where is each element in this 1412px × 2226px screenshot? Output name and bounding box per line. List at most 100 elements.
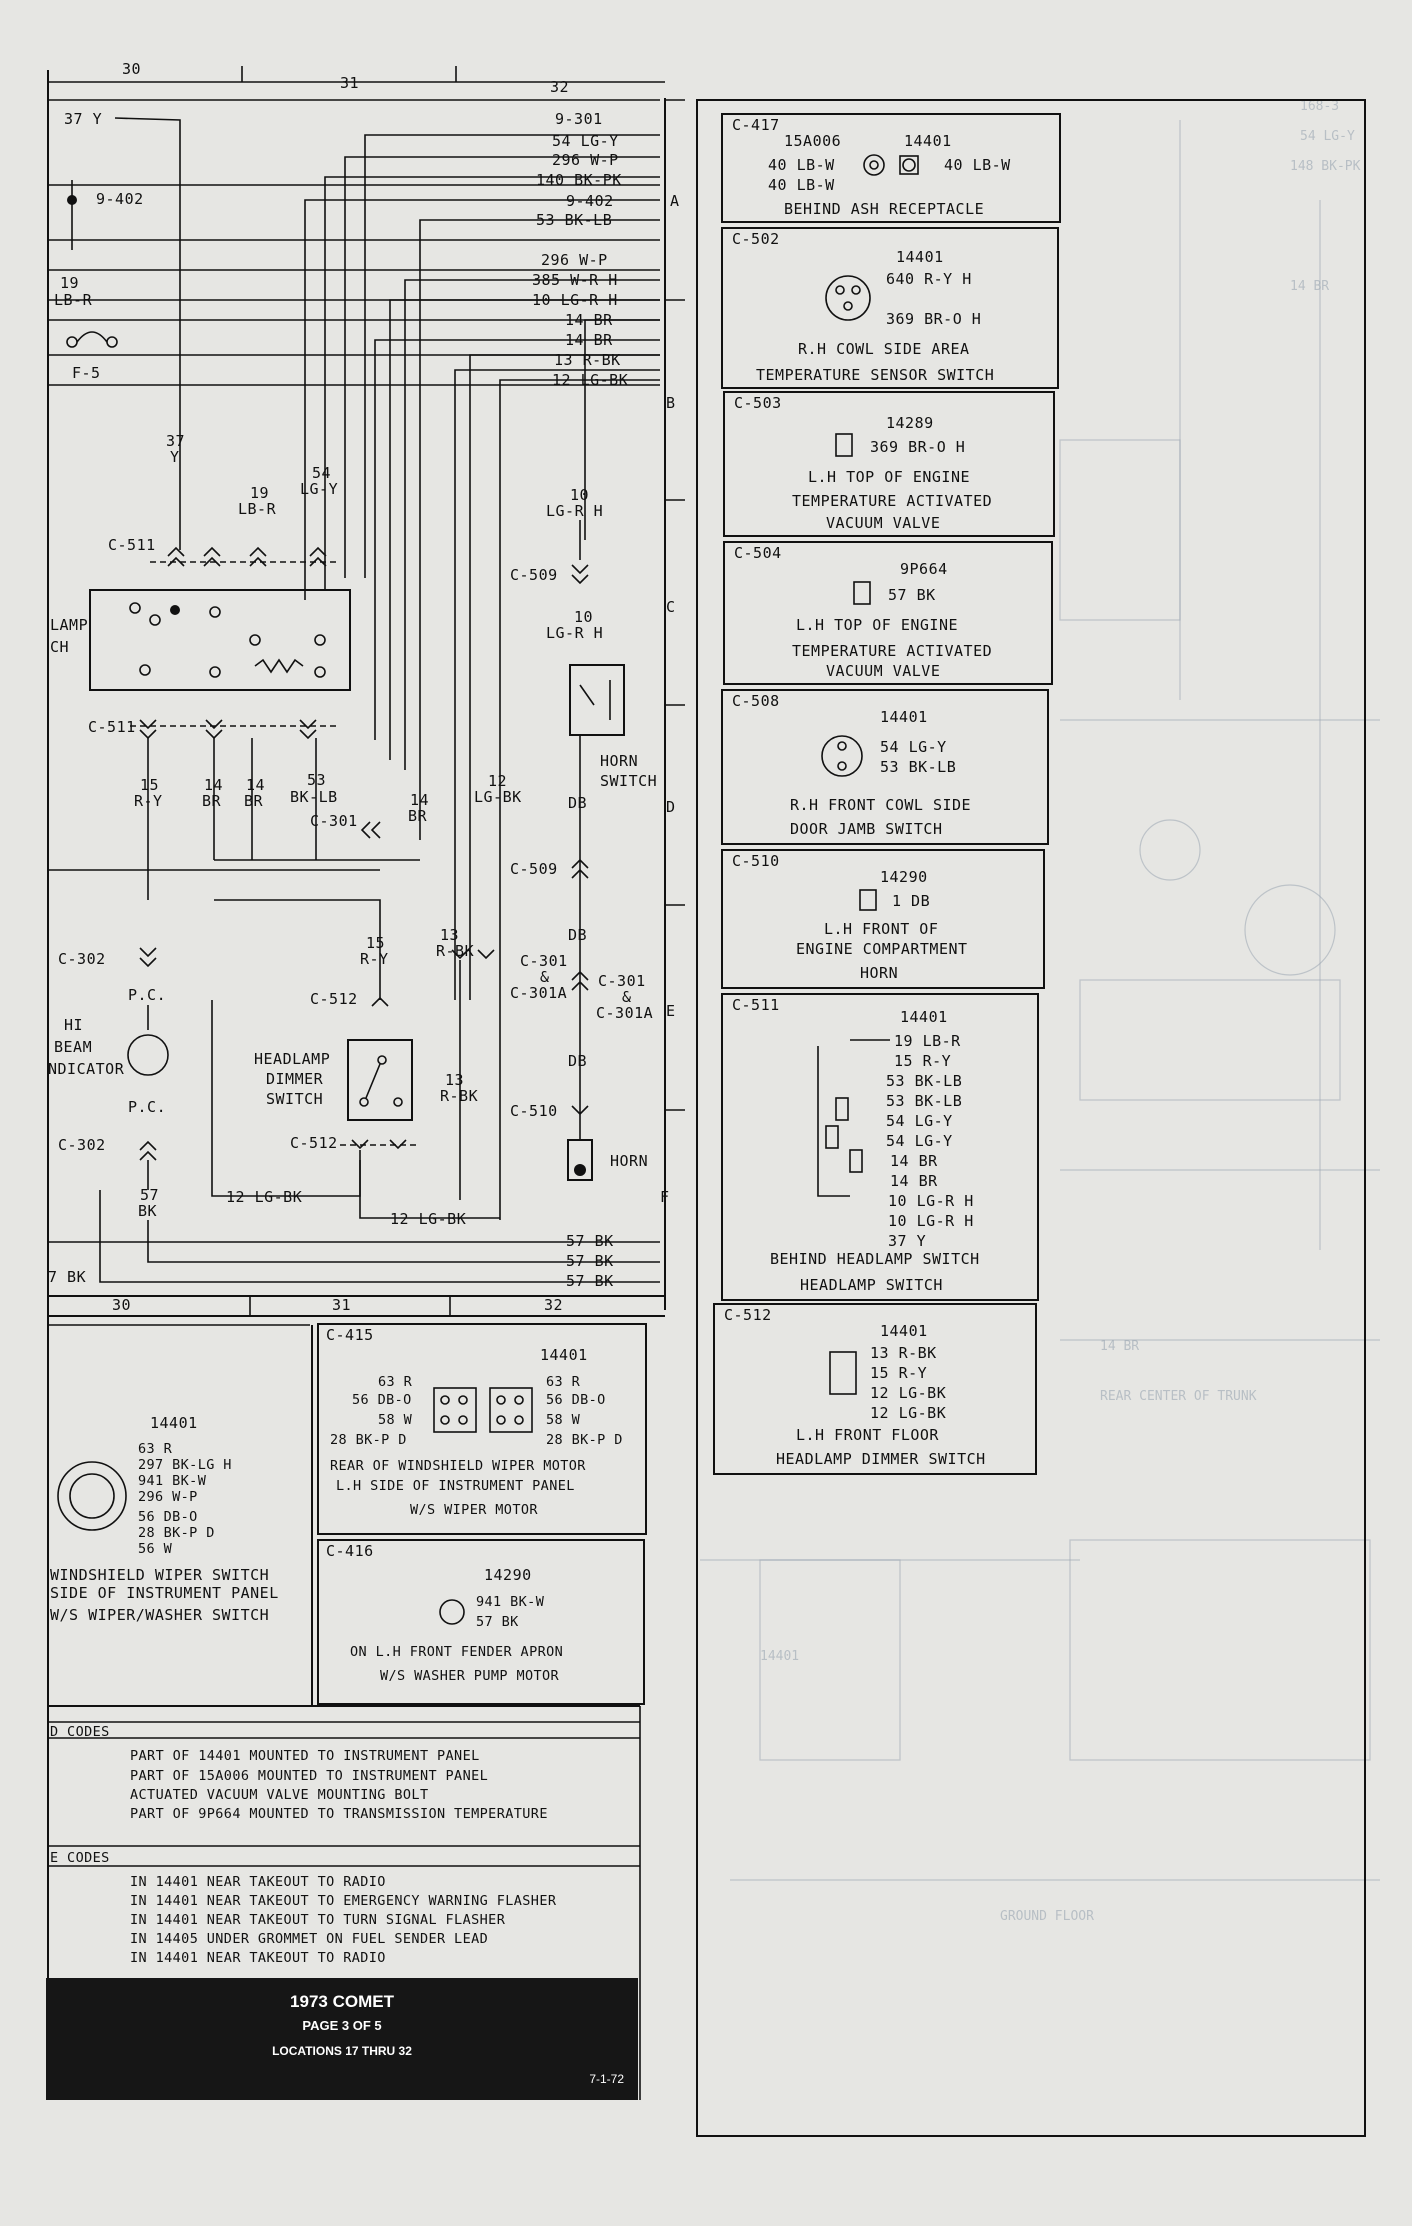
diagram-label: VACUUM VALVE [826, 514, 940, 532]
diagram-label: 54 LG-Y [1300, 129, 1355, 144]
diagram-label: 9-402 [96, 190, 144, 208]
diagram-label: 54 LG-Y [886, 1132, 953, 1150]
diagram-label: DIMMER [266, 1070, 324, 1088]
diagram-label: 40 LB-W [944, 156, 1011, 174]
diagram-label: DB [568, 794, 587, 812]
diagram-label: R-Y [360, 950, 389, 968]
diagram-label: P.C. [128, 1098, 166, 1116]
wire-bundle: 9-301 54 LG-Y 296 W-P 140 BK-PK 9-402 53… [48, 99, 660, 1220]
diagram-label: 63 R [138, 1441, 173, 1457]
diagram-label: 10 [574, 608, 593, 626]
diagram-label: BR [408, 807, 428, 825]
diagram-label: C-503 [734, 394, 782, 412]
diagram-label: 12 LG-BK [226, 1188, 302, 1206]
diagram-label: W/S WIPER MOTOR [410, 1502, 538, 1518]
diagram-label: LG-BK [474, 788, 522, 806]
diagram-label: 19 [250, 484, 269, 502]
diagram-label: IN 14401 NEAR TAKEOUT TO TURN SIGNAL FLA… [130, 1912, 506, 1928]
diagram-label: PART OF 9P664 MOUNTED TO TRANSMISSION TE… [130, 1806, 548, 1822]
diagram-label: 14 BR [565, 311, 613, 329]
diagram-label: R.H COWL SIDE AREA [798, 340, 970, 358]
wiper-switch-panel: 14401 63 R 297 BK-LG H 941 BK-W 296 W-P … [48, 1324, 640, 1707]
diagram-label: C-509 [510, 860, 558, 878]
diagram-label: L.H TOP OF ENGINE [796, 616, 958, 634]
diagram-label: ENGINE COMPARTMENT [796, 940, 968, 958]
diagram-label: VACUUM VALVE [826, 662, 940, 680]
diagram-label: BR [202, 792, 222, 810]
diagram-label: 296 W-P [552, 151, 619, 169]
diagram-label: 40 LB-W [768, 156, 835, 174]
diagram-label: 53 [307, 771, 326, 789]
connector-panel-c510: C-510 14290 1 DB L.H FRONT OF ENGINE COM… [721, 849, 1045, 989]
title-block-title: 1973 COMET [290, 1992, 394, 2011]
diagram-label: 57 BK [566, 1232, 614, 1250]
diagram-label: BEAM [54, 1038, 92, 1056]
diagram-label: 7 BK [48, 1268, 86, 1286]
diagram-label: 13 R-BK [870, 1344, 937, 1362]
diagram-label: TEMPERATURE ACTIVATED [792, 492, 992, 510]
diagram-label: 56 DB-O [352, 1392, 412, 1408]
diagram-label: LB-R [238, 500, 277, 518]
diagram-label: C-508 [732, 692, 780, 710]
diagram-label: Y [170, 448, 180, 466]
diagram-label: ON L.H FRONT FENDER APRON [350, 1644, 563, 1660]
diagram-label: 9-301 [555, 110, 603, 128]
diagram-label: 31 [332, 1296, 351, 1314]
diagram-label: L.H TOP OF ENGINE [808, 468, 970, 486]
diagram-label: R-BK [440, 1087, 478, 1105]
diagram-label: 40 LB-W [768, 176, 835, 194]
diagram-label: HORN [610, 1152, 648, 1170]
diagram-label: BEHIND HEADLAMP SWITCH [770, 1250, 980, 1268]
diagram-label: P.C. [128, 986, 166, 1004]
diagram-label: R-BK [436, 942, 474, 960]
diagram-label: LG-R H [546, 502, 603, 520]
diagram-label: 14401 [880, 708, 928, 726]
diagram-label: HORN [600, 752, 638, 770]
diagram-label: 14 [410, 791, 429, 809]
diagram-label: HEADLAMP [254, 1050, 330, 1068]
diagram-label: BK [138, 1202, 157, 1220]
diagram-label: NDICATOR [48, 1060, 125, 1078]
diagram-label: REAR OF WINDSHIELD WIPER MOTOR [330, 1458, 586, 1474]
diagram-label: HEADLAMP SWITCH [800, 1276, 943, 1294]
diagram-label: 15 [140, 776, 159, 794]
diagram-label: C-510 [732, 852, 780, 870]
diagram-label: 297 BK-LG H [138, 1457, 232, 1473]
diagram-label: 14 [246, 776, 265, 794]
diagram-label: C-510 [510, 1102, 558, 1120]
diagram-label: 54 LG-Y [886, 1112, 953, 1130]
diagram-label: WINDSHIELD WIPER SWITCH [50, 1566, 269, 1584]
diagram-label: 54 [312, 464, 331, 482]
diagram-label: 14401 [896, 248, 944, 266]
diagram-label: 14401 [540, 1346, 588, 1364]
diagram-label: GROUND FLOOR [1000, 1909, 1094, 1924]
diagram-label: DOOR JAMB SWITCH [790, 820, 943, 838]
diagram-label: 58 W [378, 1412, 413, 1428]
diagram-label: BR [244, 792, 264, 810]
diagram-label: C-416 [326, 1542, 374, 1560]
diagram-label: 148 BK-PK [1290, 159, 1361, 174]
diagram-label: D CODES [50, 1724, 110, 1740]
diagram-label: 10 [570, 486, 589, 504]
diagram-label: L.H FRONT FLOOR [796, 1426, 939, 1444]
left-circuit: 37 Y 9-402 19 LB-R F-5 37 Y 19 LB-R 54 L… [48, 110, 660, 1290]
diagram-label: 58 W [546, 1412, 581, 1428]
row-label-e: E [666, 1002, 676, 1020]
diagram-label: C-512 [724, 1306, 772, 1324]
diagram-label: 37 Y [64, 110, 102, 128]
diagram-label: TEMPERATURE SENSOR SWITCH [756, 366, 994, 384]
connector-panel-c502: C-502 14401 640 R-Y H 369 BR-O H R.H COW… [721, 227, 1059, 389]
diagram-label: 14 BR [1100, 1339, 1139, 1354]
diagram-label: 37 [166, 432, 185, 450]
diagram-label: 57 BK [566, 1252, 614, 1270]
diagram-label: W/S WASHER PUMP MOTOR [380, 1668, 560, 1684]
diagram-label: 369 BR-O H [886, 310, 981, 328]
connector-panel-c416: C-416 14290 941 BK-W 57 BK ON L.H FRONT … [317, 1539, 645, 1705]
connector-panel-c512: C-512 14401 13 R-BK 15 R-Y 12 LG-BK 12 L… [713, 1303, 1037, 1475]
diagram-label: ACTUATED VACUUM VALVE MOUNTING BOLT [130, 1787, 428, 1803]
row-label-b: B [666, 394, 676, 412]
grid-label-32: 32 [550, 78, 569, 96]
diagram-label: 12 LG-BK [390, 1210, 466, 1228]
diagram-label: 10 LG-R H [888, 1212, 974, 1230]
